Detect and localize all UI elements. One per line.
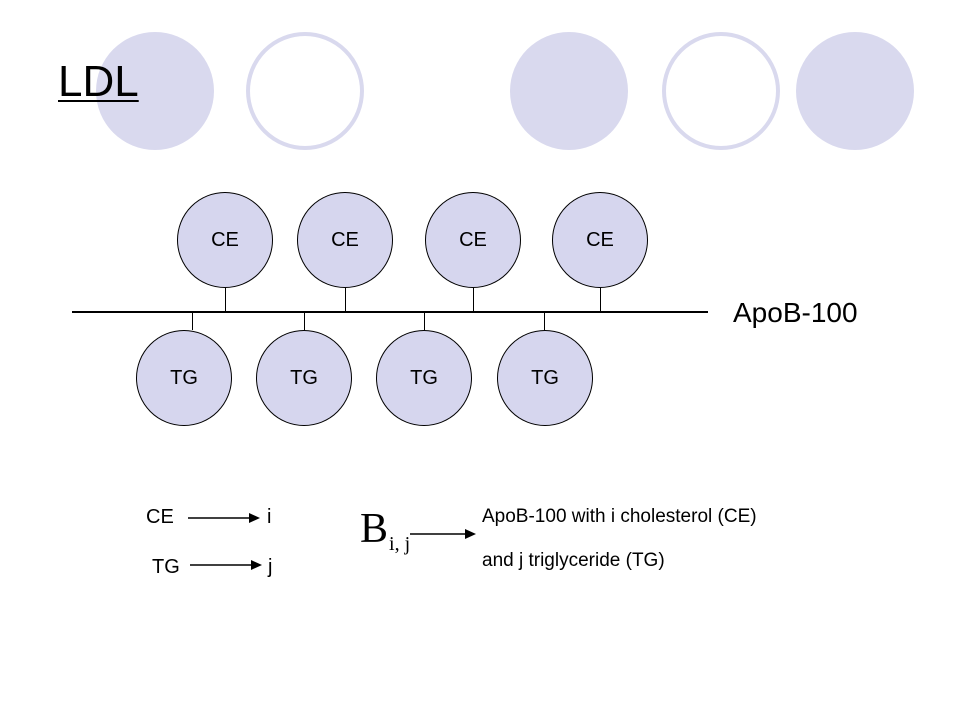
ce-node: CE (425, 192, 521, 288)
arrow-icon (190, 560, 262, 570)
ce-node: CE (297, 192, 393, 288)
arrow-icon (188, 513, 260, 523)
arrow-icon (410, 529, 476, 539)
tg-node: TG (497, 330, 593, 426)
decor-circle (96, 32, 214, 150)
decor-ring (246, 32, 364, 150)
slide-title: LDL (58, 57, 139, 106)
description-line-1: ApoB-100 with i cholesterol (CE) (482, 506, 757, 527)
ce-node: CE (552, 192, 648, 288)
connector (192, 313, 193, 330)
legend-i-label: i (267, 506, 272, 528)
connector (225, 288, 226, 311)
backbone-label: ApoB-100 (733, 297, 858, 328)
connector (600, 288, 601, 311)
connector (345, 288, 346, 311)
connector (424, 313, 425, 330)
b-ij-symbol: Bi, j (360, 506, 410, 554)
decor-circle (796, 32, 914, 150)
apob-backbone-line (72, 311, 708, 313)
description-line-2: and j triglyceride (TG) (482, 550, 665, 571)
b-symbol-subscript: i, j (389, 533, 411, 555)
legend-ce-label: CE (146, 506, 174, 528)
tg-node: TG (256, 330, 352, 426)
b-symbol-base: B (360, 506, 389, 552)
decor-ring (662, 32, 780, 150)
tg-node: TG (376, 330, 472, 426)
connector (473, 288, 474, 311)
decor-circle (510, 32, 628, 150)
legend-j-label: j (268, 556, 273, 578)
connector (544, 313, 545, 330)
ce-node: CE (177, 192, 273, 288)
connector (304, 313, 305, 330)
legend-tg-label: TG (152, 556, 180, 578)
tg-node: TG (136, 330, 232, 426)
